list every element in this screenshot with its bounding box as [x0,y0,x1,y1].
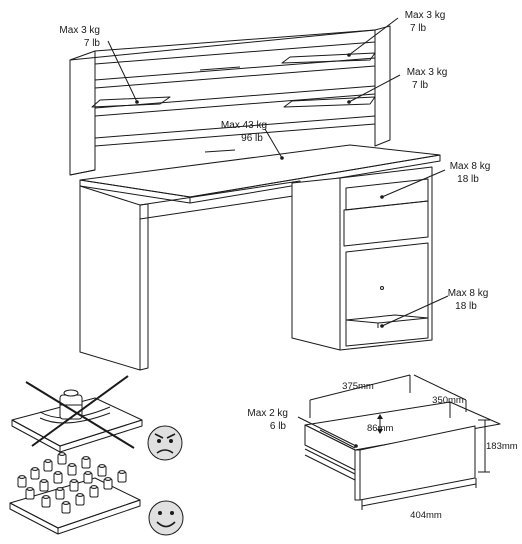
small-jar-lid [26,487,34,491]
small-jar-lid [90,485,98,489]
smiling-face-icon [148,500,184,536]
correct-distributed-load [9,452,141,535]
small-jar-lid [98,464,106,468]
shelf-middle-right-lb: 7 lb [412,80,429,91]
shelf-upper-right-lb: 7 lb [410,23,427,34]
hutch-shelf-left [91,96,171,108]
small-jar-lid [54,471,62,475]
shelf-upper-left-lb: 7 lb [84,38,101,49]
drawer-inner-width: 375mm [342,381,374,392]
small-jar-lid [18,475,26,479]
bottom-shelf-max: Max 8 kg [448,288,489,299]
pedestal-front [339,166,433,351]
small-jar-lid [44,459,52,463]
desktop-lb: 96 lb [241,133,263,144]
warning-concentrated-load [11,375,143,453]
load-labels: Max 3 kg 7 lb Max 3 kg 7 lb Max 3 kg 7 l… [59,10,490,312]
drawer-dimension-labels: Max 2 kg 6 lb 375mm 350mm 86mm 183mm 404… [247,381,517,521]
load-leader-lines [107,17,449,327]
small-jar-lid [58,452,66,456]
shelf-upper-left-max: Max 3 kg [59,25,100,36]
small-jar-lid [42,495,50,499]
small-jar-lid [40,479,48,483]
desk [79,144,441,371]
drawer-detail [297,374,501,510]
small-jar-lid [56,487,64,491]
small-jar-lid [70,479,78,483]
hutch-shelf-middle-right [283,96,376,108]
hutch [69,25,391,176]
small-jar-lid [68,463,76,467]
drawer-depth: 350mm [432,395,464,406]
drawer-max: Max 8 kg [450,161,491,172]
small-jar-lid [84,471,92,475]
small-jar-lid [76,493,84,497]
bottom-shelf-lb: 18 lb [455,301,477,312]
drawer-front-width: 404mm [410,510,442,521]
small-jar-lid [62,501,70,505]
desktop-max: Max 43 kg [221,120,267,131]
pedestal-bottom-shelf [345,314,429,324]
drawer-load-max: Max 2 kg [247,408,288,419]
pedestal-side [291,177,341,351]
drawer-front-height: 183mm [486,441,518,452]
small-jar-lid [104,477,112,481]
drawer-inner-height: 86mm [367,423,393,434]
drawer-lb: 18 lb [457,174,479,185]
hutch-shelf-top-right [281,52,376,64]
shelf-middle-right-max: Max 3 kg [407,67,448,78]
angry-face-icon [147,425,183,461]
drawer-load-lb: 6 lb [270,421,287,432]
small-jar-lid [82,456,90,460]
shelf-upper-right-max: Max 3 kg [405,10,446,21]
small-jar-lid [118,470,126,474]
small-jar-lid [31,467,39,471]
